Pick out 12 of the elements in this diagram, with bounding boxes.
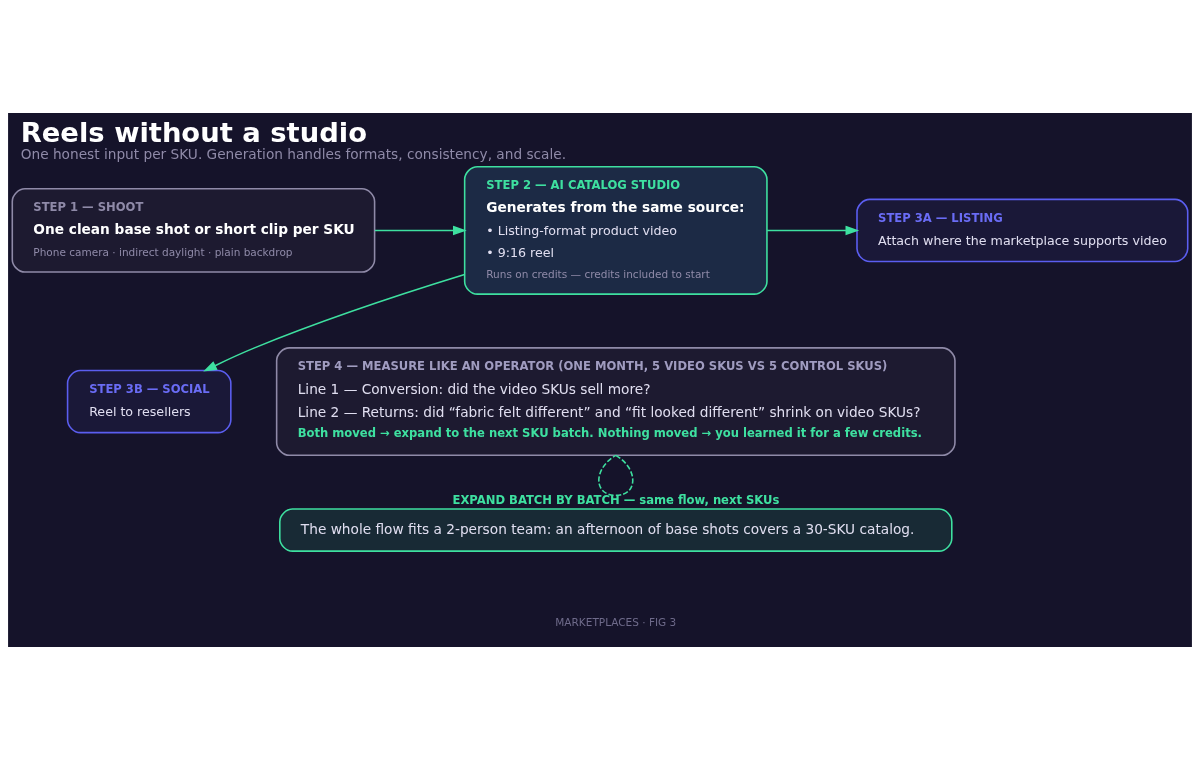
label: MARKETPLACES · FIG 3: [555, 616, 677, 629]
node-box: STEP 4 — MEASURE LIKE AN OPERATOR (ONE MONTH, 5 VIDEO SKUS VS 5 CONTROL SKUS) Line 1 — Conversion: did the video SKUs sell more? Line 2 — Returns: did “fabric felt different” and “fit looked different” shrink on video SKUs? Both moved → expand to the next SKU batch. Nothing moved → you learned it for a few credits.: [275, 347, 956, 457]
node-box: STEP 2 — AI CATALOG STUDIO Generates from the same source: • Listing-format product video • 9:16 reel Runs on credits — credits included to start: [463, 165, 768, 295]
node-box: STEP 1 — SHOOT One clean base shot or short clip per SKU Phone camera · indirect daylight · plain backdrop: [11, 188, 376, 273]
arrow: [766, 225, 860, 236]
arrow: [374, 225, 467, 236]
arrow: [203, 273, 466, 372]
node-box: The whole flow fits a 2-person team: an afternoon of base shots covers a 30-SKU catalog.: [279, 508, 953, 552]
node-box: STEP 3B — SOCIAL Reel to resellers: [66, 369, 232, 434]
edge-label: EXPAND BATCH BY BATCH — same flow, next SKUs: [452, 492, 780, 507]
node-box: STEP 3A — LISTING Attach where the marketplace supports video: [856, 198, 1189, 263]
connector: [598, 454, 634, 497]
